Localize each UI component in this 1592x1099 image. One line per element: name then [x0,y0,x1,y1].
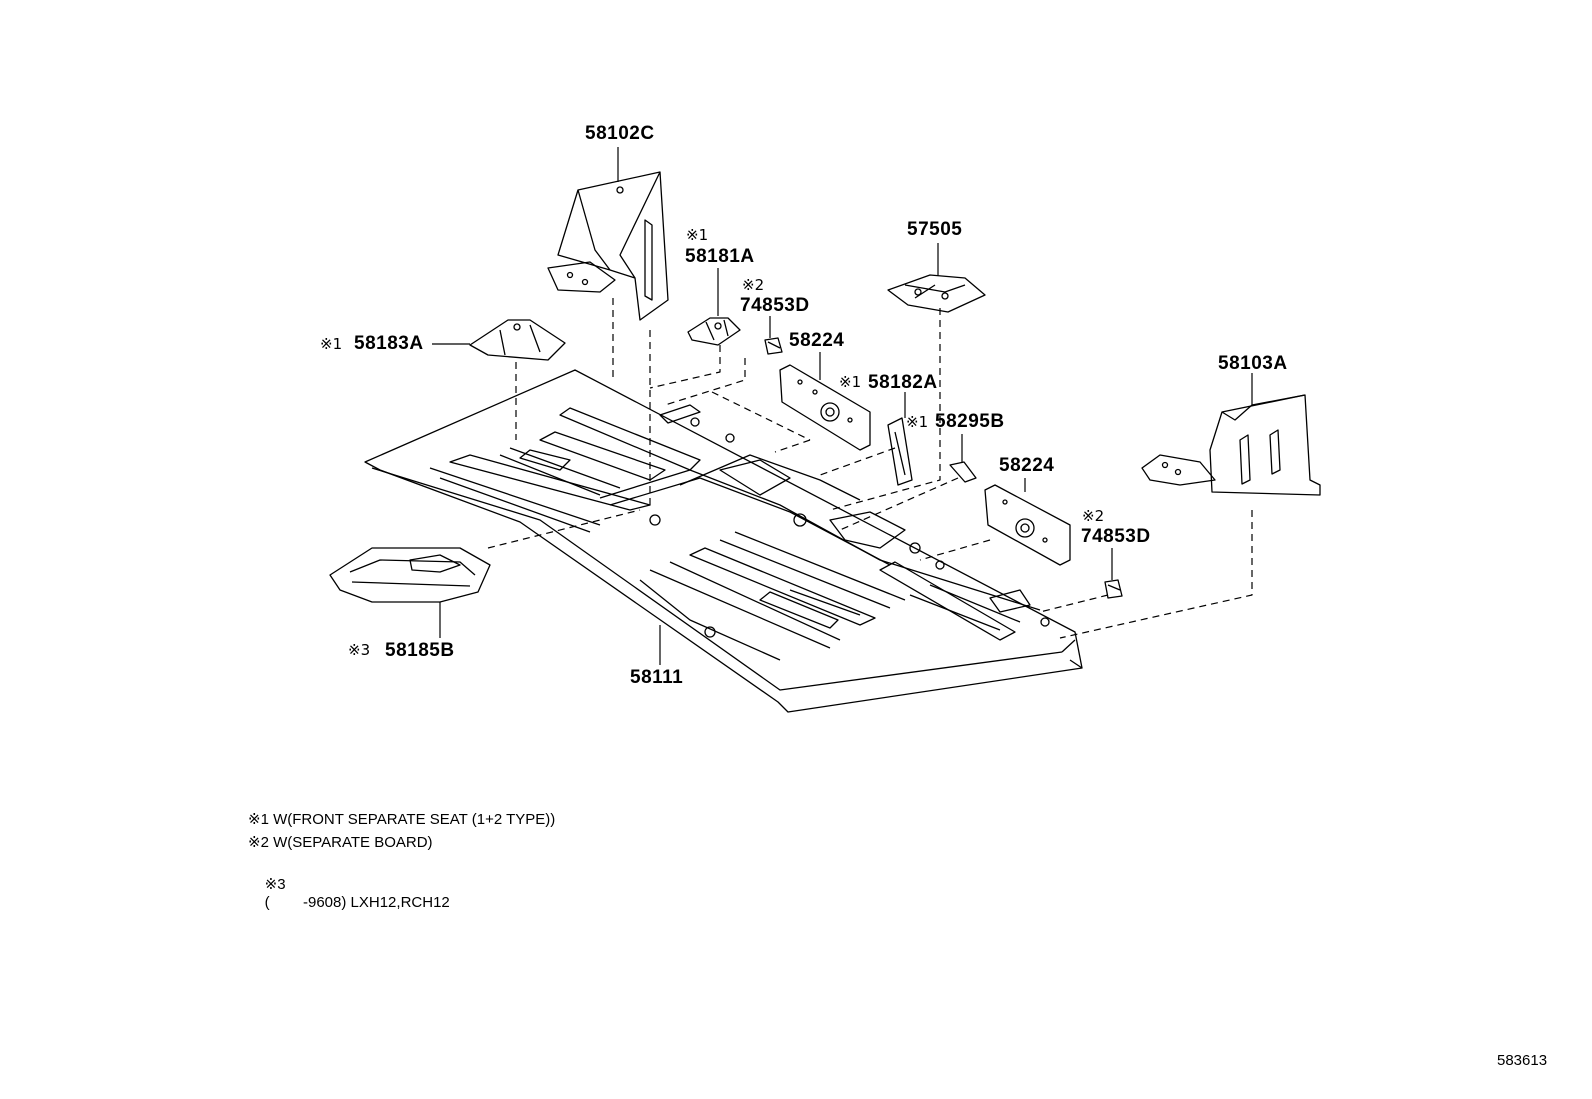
diagram-reference-number: 583613 [1497,1052,1548,1069]
part-label-58183A: 58183A [354,333,424,354]
leader-lines [432,147,1253,665]
part-label-58111: 58111 [630,667,684,688]
plate-58224-upper [779,364,871,451]
note-mark: ※2 [248,834,269,851]
part-label-58224: 58224 [789,330,845,351]
condition-mark: ※2 [742,276,765,294]
part-label-57505: 57505 [907,219,963,240]
bracket-58103A [1141,394,1321,496]
condition-mark: ※3 [348,641,371,659]
tray-58185B [329,547,491,603]
part-57505 [887,274,986,313]
note-1: ※1 W(FRONT SEPARATE SEAT (1+2 TYPE)) [248,811,555,829]
part-label-74853D: 74853D [1081,526,1151,547]
note-text: ( -9608) LXH12,RCH12 [264,894,450,911]
part-label-74853D: 74853D [740,295,810,316]
note-text: W(SEPARATE BOARD) [273,834,433,851]
part-58181A [687,317,741,346]
condition-mark: ※1 [320,335,343,353]
note-mark: ※1 [248,811,269,828]
part-58182A [887,417,913,486]
clip-74853D-upper [764,337,783,355]
condition-mark: ※1 [839,373,862,391]
condition-mark: ※1 [906,413,929,431]
part-58183A [469,319,566,361]
clip-74853D-lower [1104,579,1123,599]
note-2: ※2 W(SEPARATE BOARD) [248,834,433,852]
part-label-58185B: 58185B [385,640,455,661]
part-label-58182A: 58182A [868,372,938,393]
part-label-58103A: 58103A [1218,353,1288,374]
condition-mark: ※2 [1082,507,1105,525]
plate-58224-lower [984,484,1071,566]
note-text: W(FRONT SEPARATE SEAT (1+2 TYPE)) [273,811,556,828]
part-label-58181A: 58181A [685,246,755,267]
note-mark: ※3 [264,876,286,893]
dashed-assembly-lines [487,298,1253,639]
part-label-58224: 58224 [999,455,1055,476]
bracket-58102C [547,171,669,321]
part-58295B [949,461,977,483]
condition-mark: ※1 [686,226,709,244]
note-3: ※3 ( -9608) LXH12,RCH12 [248,858,450,930]
floor-pan-58111 [364,369,1083,713]
part-label-58295B: 58295B [935,411,1005,432]
part-label-58102C: 58102C [585,123,655,144]
